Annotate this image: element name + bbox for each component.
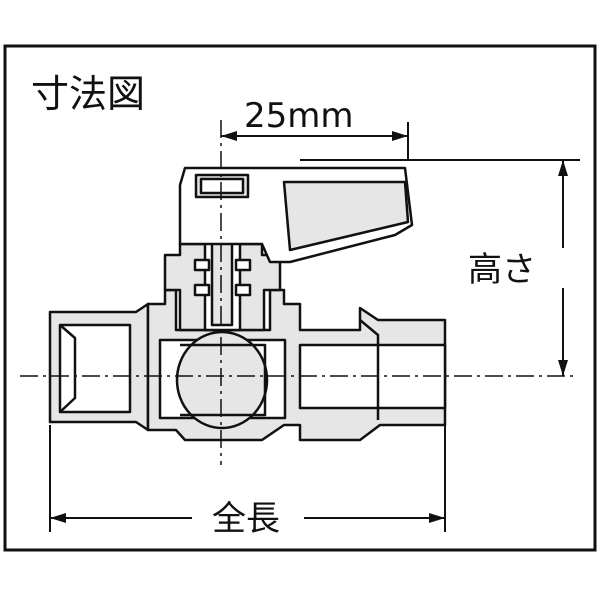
dimension-total-length xyxy=(49,425,446,532)
outer-border xyxy=(3,44,597,552)
valve-body xyxy=(48,166,447,442)
ball-seat xyxy=(180,343,267,417)
arrow-height-top xyxy=(558,160,568,176)
packing-right-1 xyxy=(234,258,252,272)
handle-lever xyxy=(282,180,410,252)
left-bore-chamfer xyxy=(59,324,77,413)
handle-nut-inner xyxy=(199,177,245,195)
packing-left-2 xyxy=(193,283,211,297)
dimension-top-width xyxy=(221,122,409,160)
right-nipple-edge xyxy=(359,319,380,420)
ball xyxy=(175,330,269,430)
drawing-title: 寸法図 xyxy=(31,72,145,116)
arrow-length-right xyxy=(429,513,445,523)
dim-label-height: 高さ xyxy=(468,250,536,290)
arrow-height-bottom xyxy=(558,360,568,376)
center-lines xyxy=(20,120,578,465)
height-label-bg xyxy=(462,248,572,288)
arrow-top-left xyxy=(221,131,237,141)
dim-label-top-width: 25mm xyxy=(244,96,354,136)
left-bore xyxy=(58,323,132,414)
packing-left-1 xyxy=(193,258,211,272)
packing-right-2 xyxy=(234,283,252,297)
arrow-length-left xyxy=(50,513,66,523)
dim-label-total-length: 全長 xyxy=(212,499,280,539)
arrow-top-right xyxy=(392,131,408,141)
